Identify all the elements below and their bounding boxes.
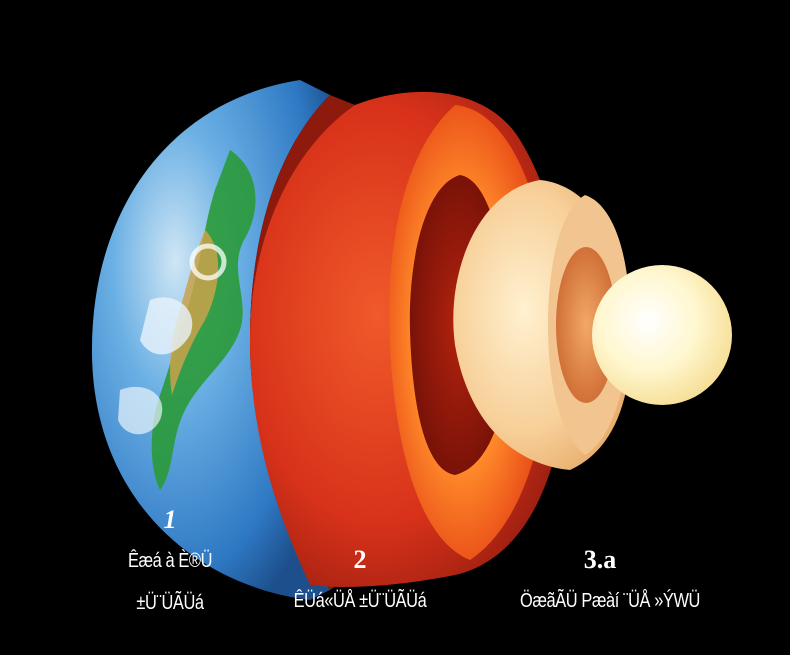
layer-name-1-line2: ±Ü¨ÜÃÜá [136,592,204,614]
layer-name-1-line1: Êæá à È®Ü [127,550,213,572]
layer-number-1: 1 [163,505,177,534]
inner-core-sphere [592,265,732,405]
layer-name-3-line1: ÖæãÃÜ Pæàí ¨ÜÅ »ÝWÜ [520,590,700,612]
layer-number-2: 2 [353,545,367,574]
layer-name-2-line1: ÊÜá«ÜÅ ±Ü¨ÜÃÜá [293,590,427,612]
layer-number-3: 3.a [583,545,617,574]
